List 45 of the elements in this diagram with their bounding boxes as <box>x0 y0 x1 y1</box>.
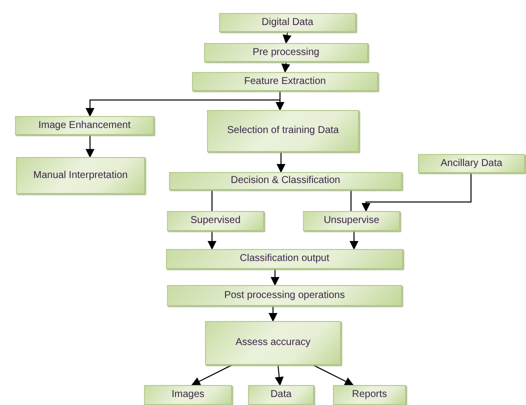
arrow <box>281 62 290 73</box>
process-box <box>192 72 378 91</box>
box-label: Ancillary Data <box>440 158 502 170</box>
box-label: Supervised <box>190 215 241 227</box>
box-label: Images <box>172 389 204 401</box>
box-label: Pre processing <box>252 46 320 58</box>
arrow <box>208 230 216 250</box>
process-box <box>15 116 154 135</box>
arrow <box>362 172 472 212</box>
box-label: Decision & Classification <box>230 175 340 187</box>
process-box <box>16 157 145 194</box>
process-box <box>303 211 400 231</box>
box-label: Classification output <box>240 253 330 265</box>
process-box <box>219 13 356 32</box>
box-label: Assess accuracy <box>235 337 311 349</box>
arrow <box>86 134 94 158</box>
process-box <box>167 285 402 306</box>
process-box <box>167 211 264 231</box>
box-label: Unsupervise <box>324 215 380 227</box>
arrow <box>268 306 278 322</box>
box-label: Image Enhancement <box>38 120 131 132</box>
arrow <box>282 32 292 44</box>
box-label: Manual Interpretation <box>33 170 128 182</box>
box-label: Data <box>270 389 292 401</box>
arrow <box>276 152 286 173</box>
process-box <box>204 43 368 62</box>
box-label: Selection of training Data <box>227 125 339 137</box>
process-box <box>205 321 341 365</box>
arrow <box>270 268 280 286</box>
process-box <box>207 110 359 152</box>
connector-line <box>350 190 352 212</box>
process-box <box>418 154 525 173</box>
arrow <box>350 230 358 250</box>
process-box <box>169 172 402 190</box>
box-label: Feature Extraction <box>244 76 326 88</box>
process-box <box>333 385 406 405</box>
arrow <box>191 364 232 386</box>
box-label: Post processing operations <box>224 290 345 302</box>
process-box <box>248 385 314 405</box>
box-label: Digital Data <box>262 16 314 28</box>
process-box <box>144 385 232 405</box>
arrow <box>312 364 354 386</box>
box-label: Reports <box>352 389 387 401</box>
process-box <box>166 249 403 269</box>
arrow <box>274 364 284 386</box>
